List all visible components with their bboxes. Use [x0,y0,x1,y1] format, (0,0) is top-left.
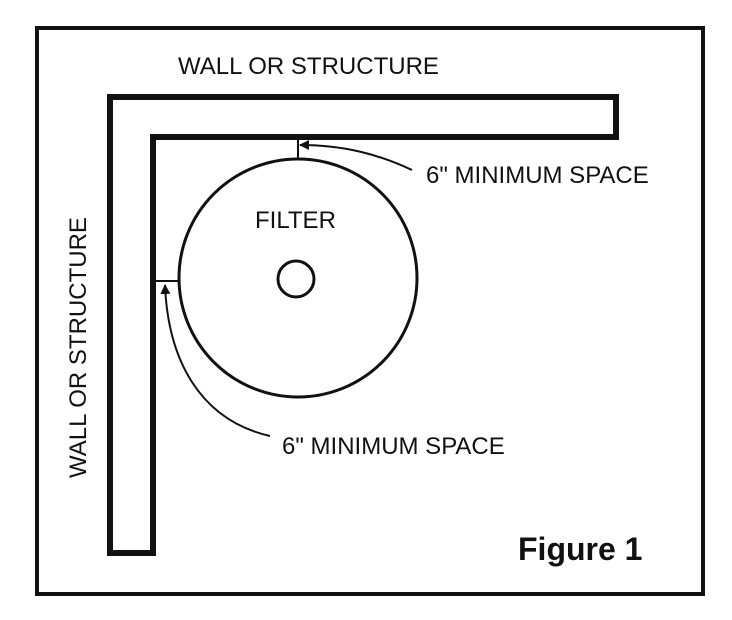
top-wall-label: WALL OR STRUCTURE [178,53,439,80]
top-clearance-label: 6" MINIMUM SPACE [426,162,649,189]
side-wall-label: WALL OR STRUCTURE [65,217,92,478]
side-clearance-arrow [160,284,271,437]
filter-center-port [276,259,316,299]
top-clearance-arrow [299,140,413,171]
l-shaped-wall [107,94,619,556]
filter-label: FILTER [255,207,336,234]
side-clearance-label: 6" MINIMUM SPACE [282,433,505,460]
figure-label: Figure 1 [518,531,642,567]
filter-circle [177,157,419,399]
figure-border [35,26,705,596]
